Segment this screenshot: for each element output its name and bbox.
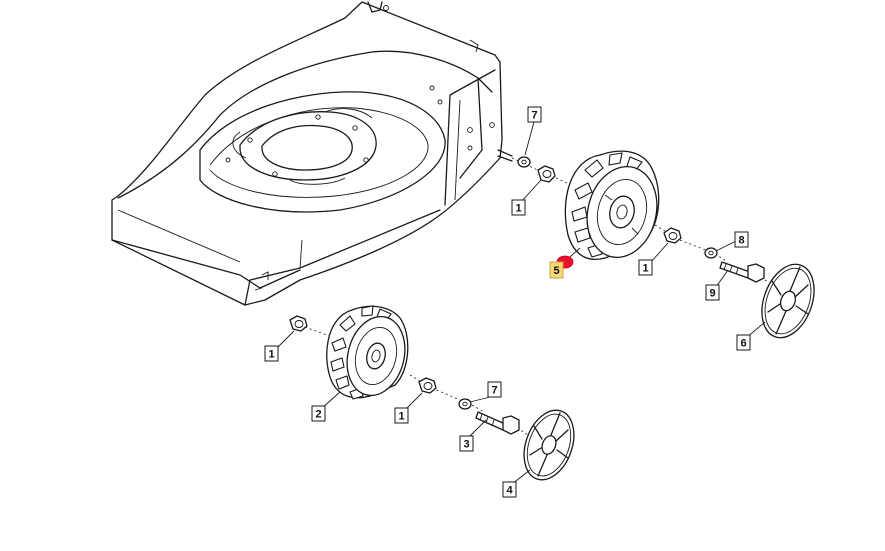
rear-hubcap [761,263,815,339]
callout-label: 8 [738,235,744,247]
callout-label: 1 [398,411,404,423]
callout-front-hubcap[interactable]: 4 [502,481,517,498]
callout-nut-front-left[interactable]: 1 [264,345,279,362]
front-hubcap [523,409,575,481]
nut-front-left [289,315,308,332]
front-bolt [475,411,520,435]
callout-label: 1 [268,349,274,361]
rear-wheel [564,150,660,260]
washer-rear-top [517,156,531,168]
front-axle-line [304,326,531,437]
callout-label: 1 [515,203,521,215]
nut-rear-right [663,227,682,244]
callout-label: 3 [463,439,469,451]
callout-label: 9 [709,288,715,300]
callout-label: 6 [740,338,746,350]
washer-front [458,398,472,410]
callout-nut-rear-right[interactable]: 1 [638,259,653,276]
callout-nut-front-right[interactable]: 1 [394,407,409,424]
callout-label: 1 [642,263,648,275]
callout-label: 7 [531,110,537,122]
nut-front-right [418,377,437,394]
callout-label: 7 [491,385,497,397]
callout-nut-rear-left[interactable]: 1 [511,199,526,216]
callout-front-wheel[interactable]: 2 [311,405,326,422]
mower-deck [111,1,513,306]
rear-bolt [719,261,765,283]
callout-label: 4 [506,485,513,497]
callout-washer-rear-right[interactable]: 8 [734,231,749,248]
front-wheel [326,305,409,400]
callout-front-bolt[interactable]: 3 [459,435,474,452]
callout-washer-rear-top[interactable]: 7 [527,106,542,123]
callout-rear-hubcap[interactable]: 6 [736,334,751,351]
callout-rear-bolt[interactable]: 9 [705,284,720,301]
nut-rear-left [537,165,556,183]
callout-label: 2 [315,409,321,421]
callout-washer-front[interactable]: 7 [487,381,502,398]
callout-rear-wheel[interactable]: 5 [549,261,564,279]
washer-rear-right [704,247,718,259]
callout-label: 5 [553,265,559,277]
